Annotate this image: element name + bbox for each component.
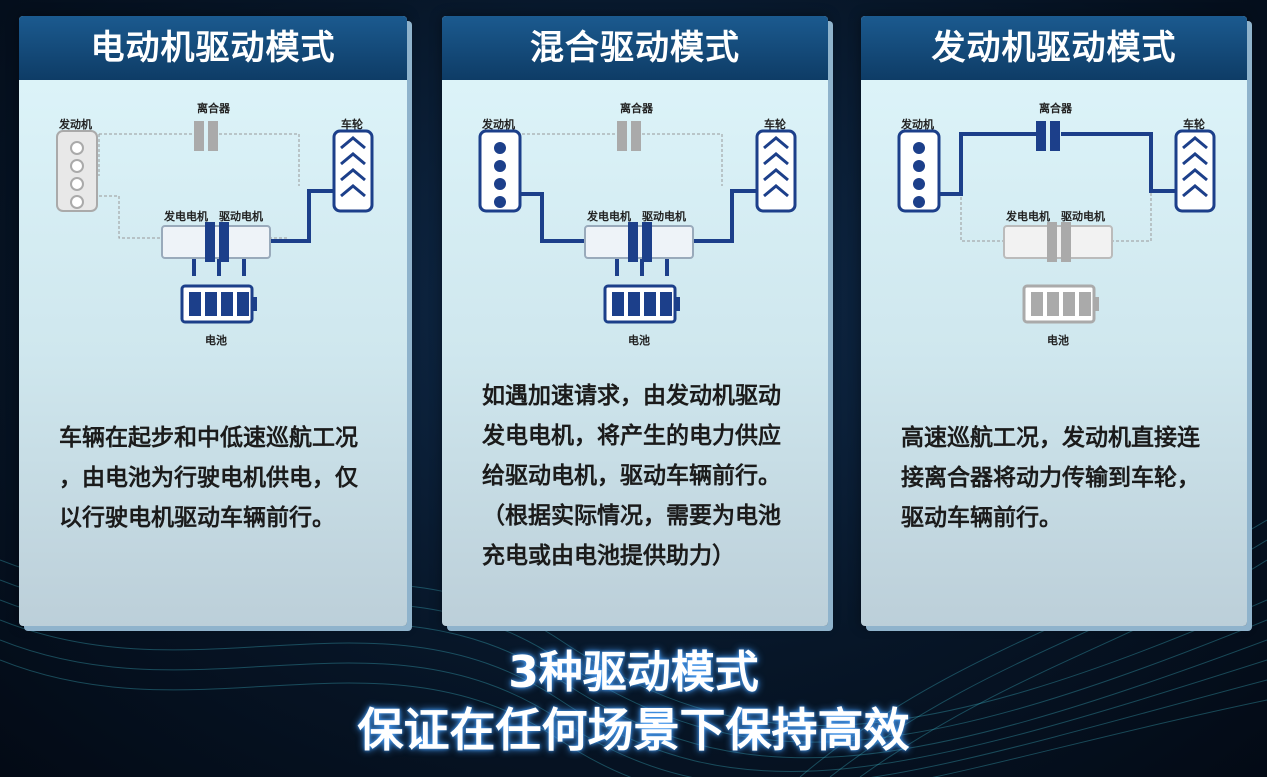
label-generator: 发电电机 <box>1005 209 1050 223</box>
wheel-icon <box>332 129 374 213</box>
label-clutch: 离合器 <box>620 101 654 115</box>
engine-icon <box>478 129 522 213</box>
card-electric-mode: 电动机驱动模式 <box>19 16 407 626</box>
label-clutch: 离合器 <box>197 101 231 115</box>
label-engine: 发动机 <box>58 117 92 131</box>
label-generator: 发电电机 <box>163 209 208 223</box>
clutch-icon <box>1036 121 1060 151</box>
label-engine: 发动机 <box>900 117 934 131</box>
card-title: 发动机驱动模式 <box>861 16 1247 80</box>
wheel-icon <box>755 129 797 213</box>
card-description: 高速巡航工况，发动机直接连 接离合器将动力传输到车轮， 驱动车辆前行。 <box>901 425 1200 531</box>
label-wheel: 车轮 <box>1183 117 1205 131</box>
label-drive-motor: 驱动电机 <box>219 209 263 223</box>
battery-icon <box>1022 284 1099 324</box>
label-drive-motor: 驱动电机 <box>1061 209 1105 223</box>
card-engine-mode: 发动机驱动模式 <box>861 16 1247 626</box>
label-drive-motor: 驱动电机 <box>642 209 686 223</box>
label-clutch: 离合器 <box>1039 101 1073 115</box>
card-title: 电动机驱动模式 <box>19 16 407 80</box>
card-hybrid-mode: 混合驱动模式 <box>442 16 828 626</box>
clutch-icon <box>617 121 641 151</box>
label-wheel: 车轮 <box>341 117 363 131</box>
wheel-icon <box>1174 129 1216 213</box>
card-description: 车辆在起步和中低速巡航工况 ，由电池为行驶电机供电，仅 以行驶电机驱动车辆前行。 <box>59 425 358 531</box>
card-title: 混合驱动模式 <box>442 16 828 80</box>
motor-icon <box>1003 222 1113 262</box>
label-battery: 电池 <box>1047 333 1069 347</box>
battery-icon <box>180 284 257 324</box>
card-description: 如遇加速请求，由发动机驱动 发电电机，将产生的电力供应 给驱动电机，驱动车辆前行… <box>482 383 781 569</box>
label-generator: 发电电机 <box>586 209 631 223</box>
label-battery: 电池 <box>205 333 227 347</box>
label-battery: 电池 <box>628 333 650 347</box>
powertrain-diagram-engine: 发动机 离合器 车轮 发电电机 驱动电机 电池 <box>897 101 1216 347</box>
powertrain-diagram-electric: 发动机 离合器 车轮 发电电机 驱动电机 电池 <box>56 101 374 347</box>
powertrain-diagram-hybrid: 发动机 离合器 车轮 发电电机 驱动电机 电池 <box>478 101 797 347</box>
engine-icon <box>897 129 941 213</box>
footer-line-2: 保证在任何场景下保持高效 <box>357 703 910 757</box>
footer-line-1: 3种驱动模式 <box>508 647 759 698</box>
engine-icon <box>56 130 98 212</box>
clutch-icon <box>194 121 218 151</box>
battery-icon <box>603 284 680 324</box>
label-engine: 发动机 <box>481 117 515 131</box>
motor-icon <box>161 222 271 262</box>
motor-icon <box>584 222 694 262</box>
label-wheel: 车轮 <box>764 117 786 131</box>
